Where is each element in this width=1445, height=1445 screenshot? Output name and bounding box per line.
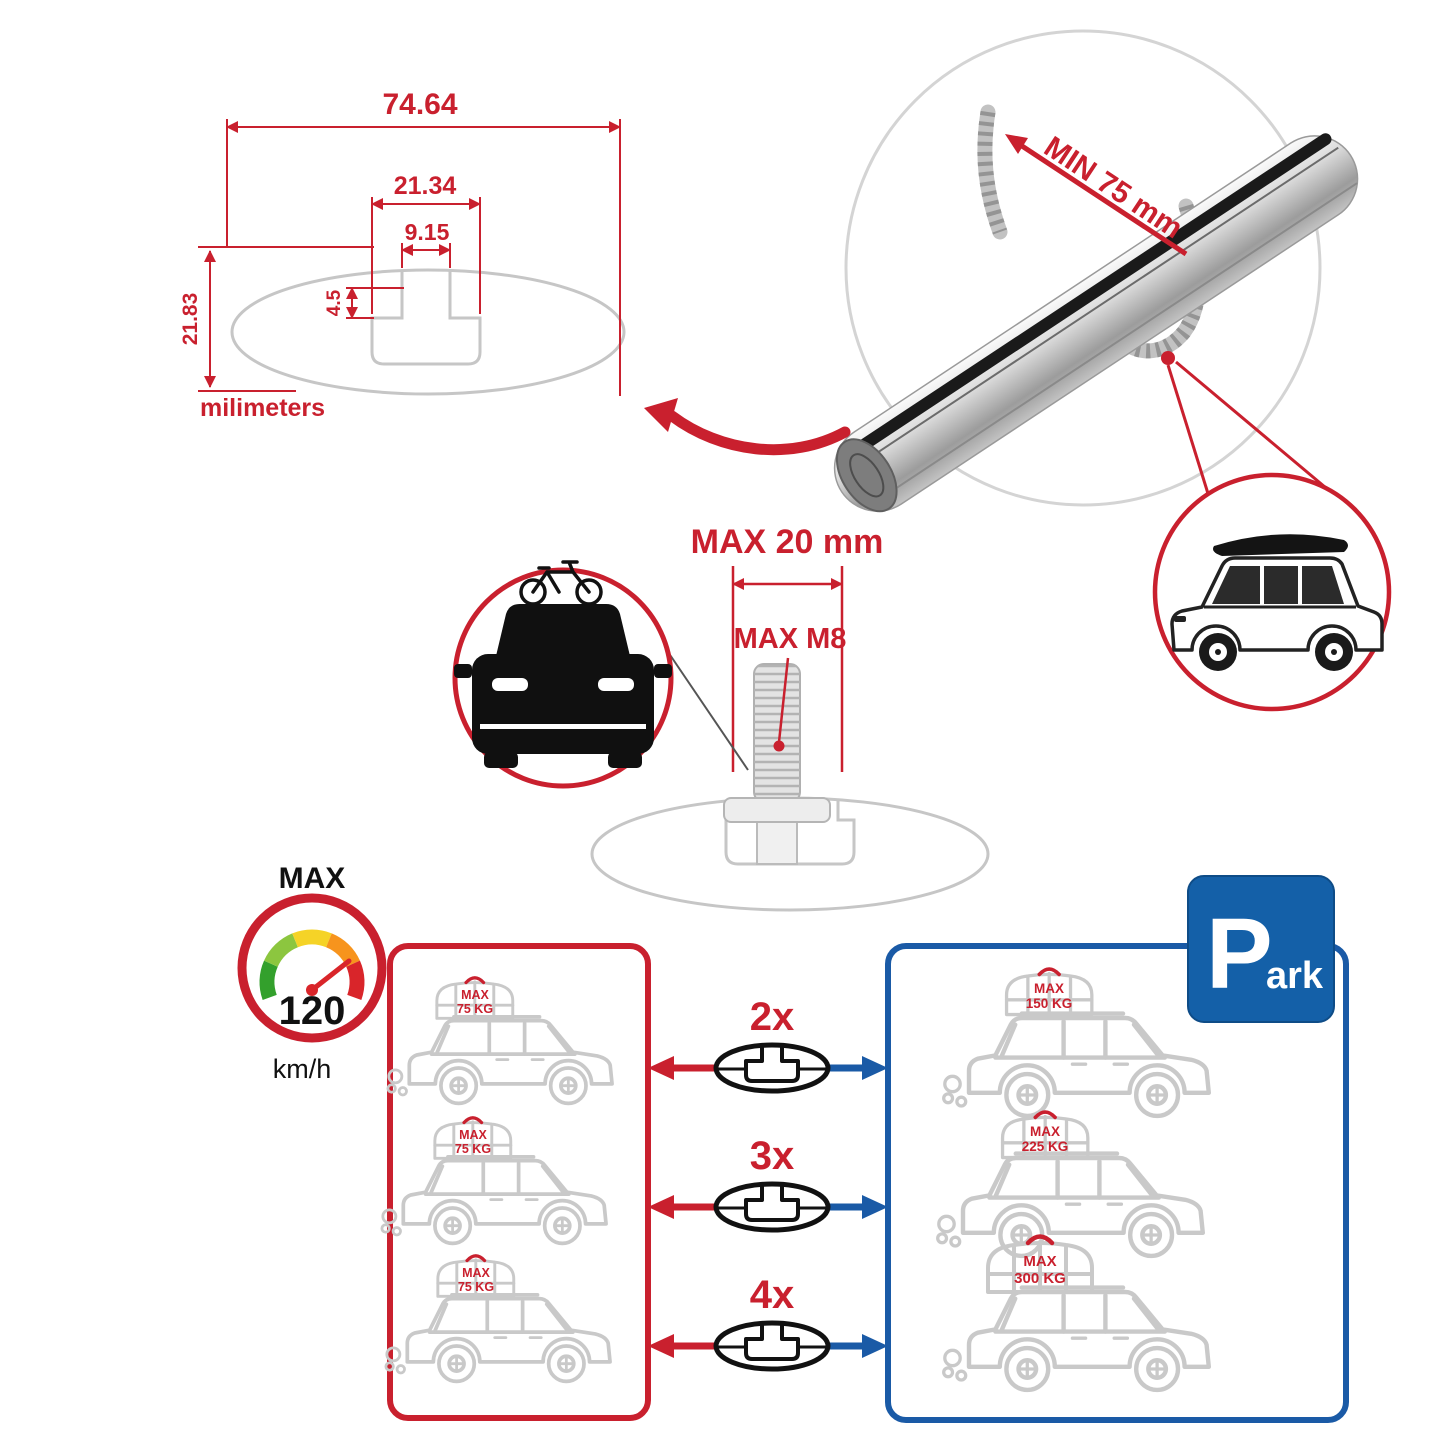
detail-arrow [666,410,851,456]
right-arrowhead [862,1334,888,1358]
headlight-left [492,678,528,691]
right-arrowhead [862,1195,888,1219]
bar-count-label: 2x [750,995,795,1039]
load-max-label: MAX [1030,1124,1060,1139]
load-kg-label: 300 KG [1014,1270,1066,1287]
park-letter: P [1206,898,1273,1010]
profile-t-slot [370,270,482,366]
blue-car-1: MAX 150 KG [944,967,1209,1116]
dim-total-width-label: 74.64 [382,88,457,121]
bar-count-label: 3x [750,1134,795,1178]
speed-value: 120 [279,989,346,1033]
gauge-needle [309,958,352,993]
park-rest: ark [1266,955,1324,997]
load-max-label: MAX [459,1128,487,1142]
load-kg-label: 75 KG [458,1280,494,1294]
max-length-label: MAX 20 mm [691,523,884,561]
count-row-1: 2x [648,995,888,1091]
crossbar-cross-section-icon [716,1184,828,1230]
count-row-2: 3x [648,1134,888,1230]
crossbar-cross-section-icon [716,1323,828,1369]
headlight-right [598,678,634,691]
speed-max-label: MAX [279,862,346,895]
speedometer-icon [237,893,387,1043]
crossbar-render: MIN 75 mm [644,29,1359,513]
right-arrowhead [862,1056,888,1080]
dim-lip-height-label: 4.5 [324,289,345,316]
bolt-diagram: MAX 20 mm MAX M8 [590,523,990,912]
load-max-label: MAX [462,1266,490,1280]
load-kg-label: 150 KG [1026,996,1073,1011]
roofbox-car-badge [1152,472,1392,712]
load-max-label: MAX [1034,981,1064,996]
thread-point-dot [773,740,785,752]
min-clamp-label: MIN 75 mm [1038,130,1188,245]
suv-windows [1212,566,1344,604]
bar-count-label: 4x [750,1273,795,1317]
car-front-icon [454,604,672,768]
static-load-panel: MAX 150 KG MAX 225 KG MAX 300 KG P ark [885,875,1349,1423]
load-max-label: MAX [1023,1253,1056,1270]
min-clamp-arrowhead [1005,134,1028,154]
left-arrowhead [648,1056,674,1080]
detail-arrowhead [644,398,678,432]
load-max-label: MAX [461,988,489,1002]
left-arrowhead [648,1334,674,1358]
dim-cavity-width-label: 21.34 [394,172,457,200]
blue-panel-frame [885,943,1349,1423]
speed-gauge: MAX 120 km/h [237,862,387,1084]
t-bolt [723,663,831,865]
load-kg-label: 75 KG [457,1002,493,1016]
profile-ellipse [230,268,626,396]
aluminum-crossbar [833,133,1359,513]
dim-total-height-label: 21.83 [179,293,202,346]
dim-slot-width-label: 9.15 [405,219,450,245]
red-car-2: MAX 75 KG [380,1116,608,1246]
speed-unit: km/h [273,1054,332,1084]
dynamic-load-panel: MAX 75 KG MAX 75 KG MAX 75 KG [380,943,651,1421]
park-sign: P ark [1187,875,1335,1023]
red-car-1: MAX 75 KG [386,976,614,1106]
bike-car-badge [452,560,674,789]
clamp-rod-left [977,104,1008,240]
roof-box [1213,534,1348,556]
load-kg-label: 225 KG [1022,1139,1069,1154]
count-row-3: 4x [648,1273,888,1369]
mount-point-dot [1161,351,1175,365]
zoom-circle [844,29,1322,507]
left-arrowhead [648,1195,674,1219]
unit-label: milimeters [200,394,325,422]
crossbar-cross-section-icon [716,1045,828,1091]
max-thread-label: MAX M8 [734,623,847,655]
blue-car-2: MAX 225 KG [938,1110,1203,1256]
profile-dimension-diagram: 74.64 21.34 9.15 4.5 21.83 milimeters [179,88,626,422]
load-kg-label: 75 KG [455,1142,491,1156]
red-car-3: MAX 75 KG [384,1254,612,1384]
blue-car-3: MAX 300 KG [944,1237,1209,1390]
park-sign-icon [1187,875,1335,1023]
